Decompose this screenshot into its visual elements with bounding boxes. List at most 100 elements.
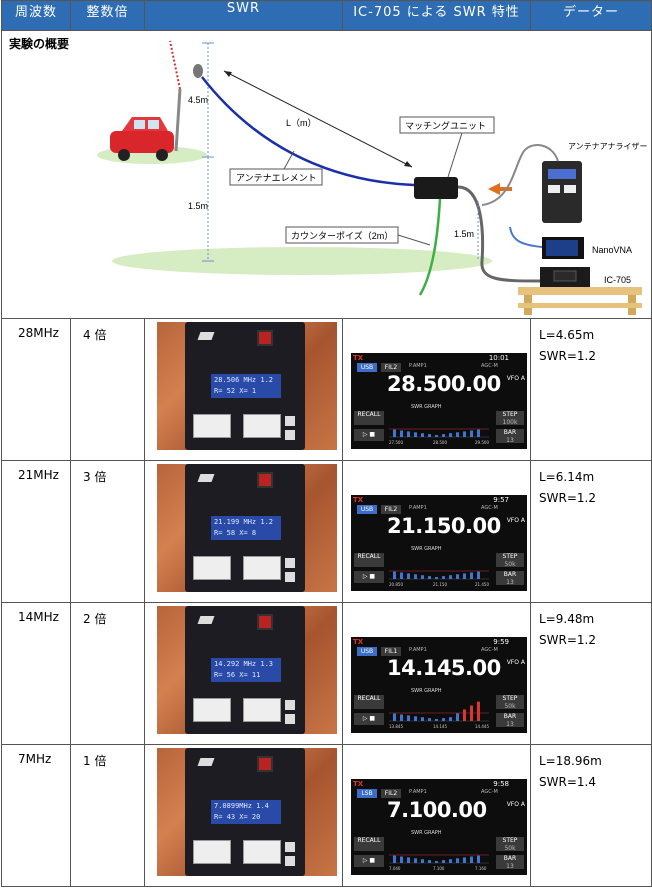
vfo-label: VFO A <box>506 375 525 382</box>
svg-text:21.450: 21.450 <box>475 582 489 587</box>
swr-bar <box>428 860 431 863</box>
swr-bar <box>442 860 445 863</box>
svg-text:29.500: 29.500 <box>475 440 489 445</box>
multiple-cell: 3 倍 <box>70 460 145 603</box>
counterpoise-label: カウンターポイズ（2m） <box>291 230 393 241</box>
swr-bar <box>435 861 438 863</box>
swr-bar <box>407 715 410 721</box>
svg-text:28.500: 28.500 <box>433 440 447 445</box>
swr-bar <box>456 713 459 721</box>
freq-cell: 14MHz <box>1 602 71 745</box>
swr-graph-title: SWR GRAPH <box>411 404 442 410</box>
swr-bar <box>428 718 431 721</box>
swr-graph: 27.500 28.500 29.500 <box>389 428 489 445</box>
nanovna-label: NanoVNA <box>592 245 632 255</box>
swr-bar <box>449 859 452 863</box>
multiple-value: 3 倍 <box>83 470 107 484</box>
swr-bar <box>421 575 424 579</box>
recall-button: RECALL <box>354 695 384 709</box>
swr-graph-title: SWR GRAPH <box>411 830 442 836</box>
swr-bar <box>435 435 438 437</box>
swr-bar <box>449 575 452 579</box>
swr-meter-icon <box>193 414 231 438</box>
ic705-cell: TX 9:57 USB FIL2 P.AMP1 AGC-M 21.150.00 … <box>342 460 531 603</box>
analyzer-photo: 7.0899MHz 1.4 R= 43 X= 20 <box>157 748 337 876</box>
swr-value: SWR=1.2 <box>539 633 596 647</box>
swr-bar <box>414 574 417 579</box>
analyzer-label: アンテナアナライザー <box>568 142 648 151</box>
swr-photo-cell: 21.199 MHz 1.2 R= 58 X= 8 <box>144 460 343 603</box>
knob-icon <box>285 714 295 724</box>
swr-bar <box>421 717 424 721</box>
knob-icon <box>285 856 295 866</box>
length-arrow <box>223 70 413 168</box>
power-button-icon <box>257 614 273 630</box>
freq-cell: 28MHz <box>1 318 71 461</box>
length-value: L=6.14m <box>539 470 595 484</box>
vfo-label: VFO A <box>506 659 525 666</box>
header-freq: 周波数 <box>1 0 71 31</box>
length-value: L=4.65m <box>539 328 595 342</box>
lcd-line-1: 14.292 MHz 1.3 <box>214 660 274 668</box>
frequency-display: 28.500.00 <box>387 372 501 396</box>
swr-bar <box>393 713 396 721</box>
table-row: 21MHz 3 倍 21.199 MHz 1.2 R= 58 X= 8 <box>1 460 652 603</box>
header-ic705: IC-705 による SWR 特性 <box>342 0 531 31</box>
lcd-line-1: 21.199 MHz 1.2 <box>214 518 274 526</box>
svg-text:7.160: 7.160 <box>475 866 487 871</box>
clock: 10:01 <box>488 354 509 362</box>
data-cell: L=6.14m SWR=1.2 <box>530 460 652 603</box>
swr-graph: 13.845 14.145 14.445 <box>389 701 489 729</box>
swr-bar <box>393 571 396 579</box>
dim-lower: 1.5m <box>188 201 208 211</box>
swr-bar <box>414 716 417 721</box>
ic705-screen: TX 9:59 USB FIL1 P.AMP1 AGC-M 14.145.00 … <box>351 637 527 733</box>
swr-bar <box>435 577 438 579</box>
ic705-cell: TX 9:59 USB FIL1 P.AMP1 AGC-M 14.145.00 … <box>342 602 531 745</box>
swr-bar <box>421 859 424 863</box>
mode-button: USB <box>357 363 377 372</box>
header-data: データー <box>530 0 652 31</box>
swr-bar <box>428 434 431 437</box>
analyzer-lcd: 14.292 MHz 1.3 R= 56 X= 11 <box>211 658 281 682</box>
play-stop-icon: ▷ ■ <box>354 571 384 583</box>
multiple-cell: 2 倍 <box>70 602 145 745</box>
lcd-line-2: R= 56 X= 11 <box>214 671 261 679</box>
tx-indicator: TX <box>353 780 364 788</box>
recall-button: RECALL <box>354 553 384 567</box>
svg-text:7.100: 7.100 <box>433 866 445 871</box>
tx-indicator: TX <box>353 496 364 504</box>
svg-text:20.850: 20.850 <box>389 582 403 587</box>
swr-bar <box>470 430 473 437</box>
nanovna-icon <box>542 237 584 259</box>
agc-label: AGC-M <box>481 647 498 653</box>
svg-text:14.445: 14.445 <box>475 724 489 729</box>
swr-value: SWR=1.2 <box>539 349 596 363</box>
analyzer-photo: 28.506 MHz 1.2 R= 52 X= 1 <box>157 322 337 450</box>
table-row: 7MHz 1 倍 7.0899MHz 1.4 R= 43 X= 20 <box>1 744 652 887</box>
impedance-meter-icon <box>243 556 281 580</box>
analyzer-lcd: 21.199 MHz 1.2 R= 58 X= 8 <box>211 516 281 540</box>
frequency-display: 14.145.00 <box>387 656 501 680</box>
matching-label: マッチングユニット <box>405 120 486 131</box>
diagram-caption: 実験の概要 <box>9 37 70 51</box>
swr-graph: 7.040 7.100 7.160 <box>389 854 489 871</box>
agc-label: AGC-M <box>481 789 498 795</box>
swr-bar <box>400 714 403 721</box>
knob-icon <box>285 700 295 710</box>
mfj-logo-icon <box>197 616 215 624</box>
swr-bar <box>400 430 403 437</box>
impedance-meter-icon <box>243 698 281 722</box>
knob-icon <box>285 558 295 568</box>
swr-bar <box>400 572 403 579</box>
lcd-line-2: R= 58 X= 8 <box>214 529 257 537</box>
preamp-label: P.AMP1 <box>409 363 427 369</box>
svg-text:7.040: 7.040 <box>389 866 401 871</box>
filter-button: FIL2 <box>381 505 401 514</box>
table-row: 28MHz 4 倍 28.506 MHz 1.2 R= 52 X= 1 <box>1 318 652 461</box>
swr-meter-icon <box>193 840 231 864</box>
top-insulator <box>193 64 203 78</box>
